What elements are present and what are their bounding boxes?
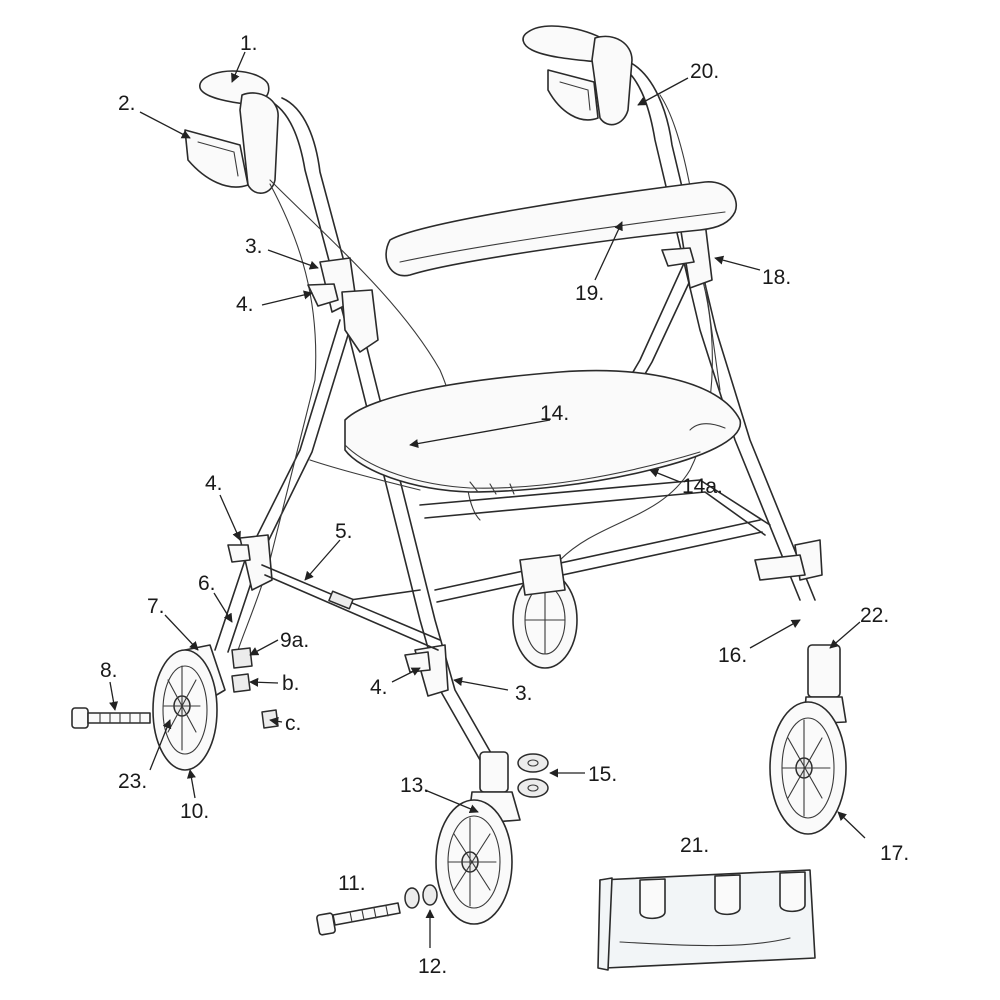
- storage-bag: [597, 869, 816, 971]
- label-4-lower: 4.: [370, 676, 388, 699]
- axle-bolt-front: [316, 884, 438, 936]
- bushings: [517, 753, 549, 798]
- label-20: 20.: [690, 60, 719, 83]
- label-14a: 14a.: [682, 475, 723, 498]
- label-9c: c.: [285, 712, 301, 735]
- label-10: 10.: [180, 800, 209, 823]
- label-7: 7.: [147, 595, 165, 618]
- label-9a: 9a.: [280, 629, 309, 652]
- axle-bolt-left: [71, 707, 151, 729]
- label-14: 14.: [540, 402, 569, 425]
- label-12: 12.: [418, 955, 447, 978]
- handle-grip-right: [522, 25, 633, 126]
- label-4-upper: 4.: [236, 293, 254, 316]
- label-6: 6.: [198, 572, 216, 595]
- front-left-caster: [152, 644, 279, 771]
- label-18: 18.: [762, 266, 791, 289]
- front-caster-13: [435, 751, 521, 925]
- frame-right: [604, 59, 816, 601]
- label-23: 23.: [118, 770, 147, 793]
- label-21: 21.: [680, 834, 709, 857]
- label-17: 17.: [880, 842, 909, 865]
- backrest: [385, 181, 737, 277]
- label-13: 13.: [400, 774, 429, 797]
- rear-wheel-right: [754, 554, 847, 835]
- seat: [344, 369, 741, 495]
- label-22: 22.: [860, 604, 889, 627]
- label-5: 5.: [335, 520, 353, 543]
- label-9b: b.: [282, 672, 300, 695]
- label-1: 1.: [240, 32, 258, 55]
- rear-wheel-back: [512, 554, 578, 669]
- handle-grip-left: [184, 70, 279, 194]
- cross-brace: [261, 564, 441, 651]
- label-3-upper: 3.: [245, 235, 263, 258]
- label-11: 11.: [338, 872, 366, 895]
- height-adjust-hinges: [227, 221, 823, 697]
- label-4-middle: 4.: [205, 472, 223, 495]
- label-19: 19.: [575, 282, 604, 305]
- leader-lines: [109, 51, 866, 948]
- label-15: 15.: [588, 763, 617, 786]
- label-3-lower: 3.: [515, 682, 533, 705]
- label-8: 8.: [100, 659, 118, 682]
- part-labels: 1. 2. 3. 4. 4. 5. 6. 7. 8. 9a. b. c. 23.…: [100, 32, 909, 978]
- label-16: 16.: [718, 644, 747, 667]
- basket-frame: [309, 459, 771, 603]
- label-2: 2.: [118, 92, 136, 115]
